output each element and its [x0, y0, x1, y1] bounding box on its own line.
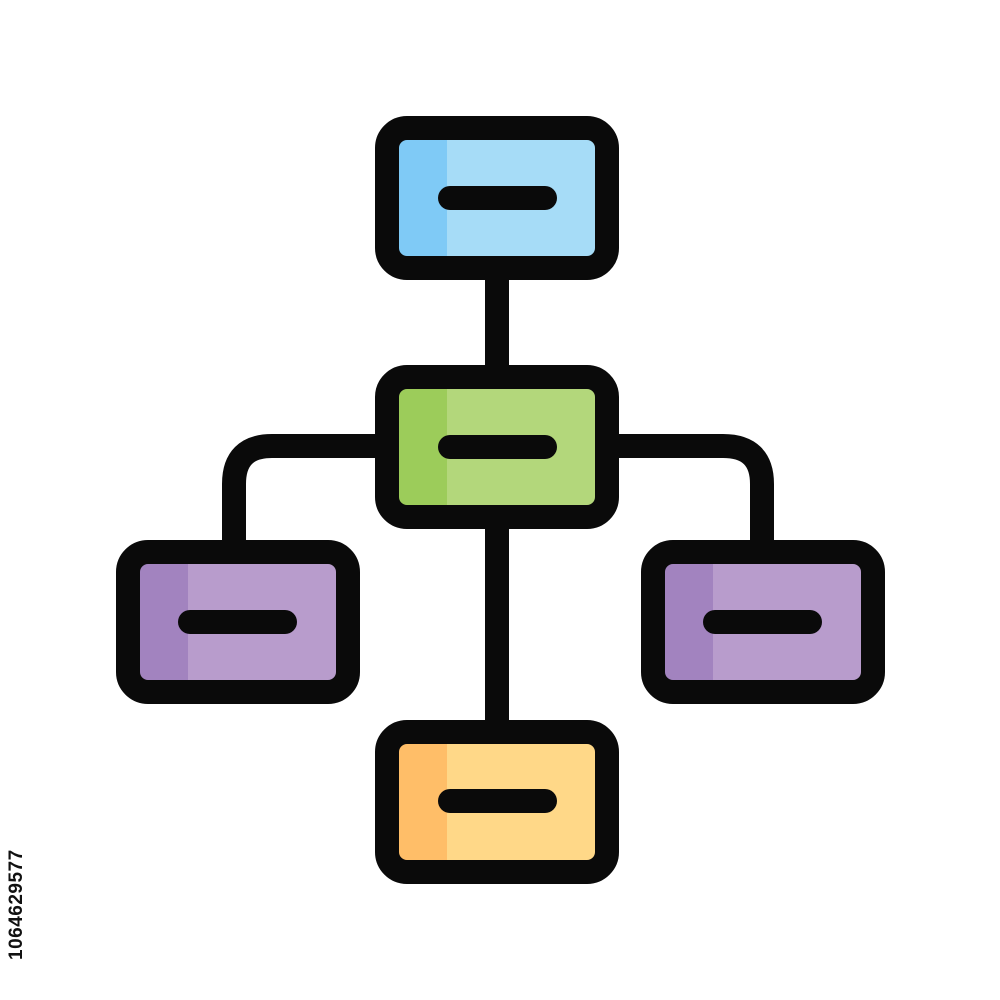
connector-middle-left: [222, 434, 397, 568]
side-id-text: 1064629577: [6, 849, 27, 960]
node-right: [641, 540, 885, 704]
node-left: [116, 540, 360, 704]
node-middle: [375, 365, 619, 529]
node-top: [375, 116, 619, 280]
node-bottom-outline: [375, 720, 619, 884]
node-middle-outline: [375, 365, 619, 529]
connector-middle-right: [598, 434, 774, 568]
node-bottom: [375, 720, 619, 884]
node-top-outline: [375, 116, 619, 280]
node-right-outline: [641, 540, 885, 704]
connectors: [222, 258, 774, 744]
node-left-outline: [116, 540, 360, 704]
